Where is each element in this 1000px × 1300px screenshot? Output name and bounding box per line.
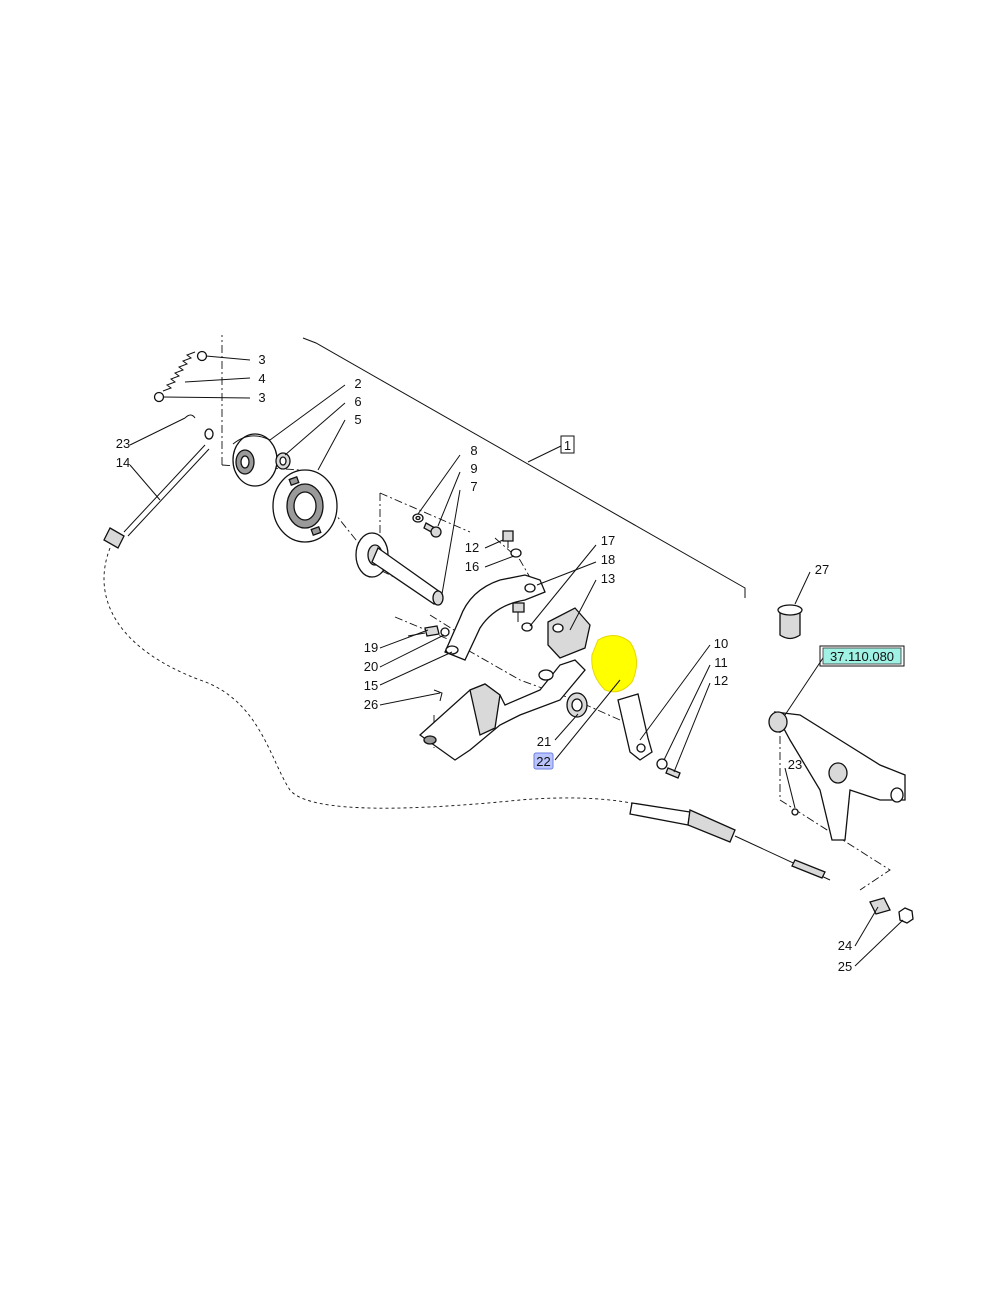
- callout-16[interactable]: 16: [465, 559, 479, 574]
- washer-20: [440, 627, 450, 637]
- callout-1[interactable]: 1: [564, 438, 571, 453]
- nut-25: [898, 907, 914, 924]
- bolt-18: [512, 602, 525, 613]
- callout-14[interactable]: 14: [116, 455, 130, 470]
- callout-22[interactable]: 22: [536, 754, 550, 769]
- spring-4: [162, 351, 196, 392]
- highlighted-part-22[interactable]: [591, 635, 637, 693]
- callout-23-left[interactable]: 23: [116, 436, 130, 451]
- callout-10[interactable]: 10: [714, 636, 728, 651]
- bolt-12-top: [502, 530, 514, 542]
- callout-9[interactable]: 9: [470, 461, 477, 476]
- callout-3-bottom[interactable]: 3: [258, 390, 265, 405]
- callout-11[interactable]: 11: [714, 655, 728, 670]
- clamp-17: [444, 574, 546, 661]
- washer-11: [656, 758, 668, 770]
- clip-23-right: [791, 808, 799, 816]
- pin-26: [433, 689, 443, 702]
- callout-20[interactable]: 20: [364, 659, 378, 674]
- callout-25[interactable]: 25: [838, 959, 852, 974]
- cable-routing-path: [103, 547, 641, 809]
- callout-24[interactable]: 24: [838, 938, 852, 953]
- reference-link-box[interactable]: [822, 647, 902, 665]
- callout-2[interactable]: 2: [354, 376, 361, 391]
- callout-18[interactable]: 18: [601, 552, 615, 567]
- callout-27[interactable]: 27: [815, 562, 829, 577]
- cable-end-14: [103, 527, 125, 549]
- arm-10: [617, 693, 653, 761]
- bolt-12-bottom: [665, 767, 681, 779]
- callout-6[interactable]: 6: [354, 394, 361, 409]
- callout-4[interactable]: 4: [258, 371, 265, 386]
- callout-7[interactable]: 7: [470, 479, 477, 494]
- callout-3-top[interactable]: 3: [258, 352, 265, 367]
- shaft-7: [371, 547, 441, 605]
- block-13: [547, 607, 591, 659]
- clip-23-left: [184, 414, 196, 419]
- callout-17[interactable]: 17: [601, 533, 615, 548]
- ball-3-top: [196, 350, 208, 362]
- callout-26[interactable]: 26: [364, 697, 378, 712]
- cable-sheath: [629, 802, 691, 826]
- pin-hole-15: [423, 735, 437, 745]
- callout-19[interactable]: 19: [364, 640, 378, 655]
- callout-15[interactable]: 15: [364, 678, 378, 693]
- callout-13[interactable]: 13: [601, 571, 615, 586]
- callout-box-1[interactable]: [560, 435, 575, 454]
- ball-3-bottom: [153, 391, 165, 403]
- callout-box-22-selected[interactable]: [533, 752, 554, 770]
- callout-8[interactable]: 8: [470, 443, 477, 458]
- plug-27: [779, 611, 801, 640]
- reference-link-outer-box: [819, 645, 905, 667]
- clevis-24: [869, 897, 891, 915]
- callout-23-right[interactable]: 23: [788, 757, 802, 772]
- assembly-bracket-line: [302, 337, 746, 598]
- callout-21[interactable]: 21: [537, 734, 551, 749]
- bolt-19: [424, 625, 440, 637]
- leader-lines: [129, 355, 904, 967]
- bracket-15: [418, 659, 586, 761]
- callout-12-bottom[interactable]: 12: [714, 673, 728, 688]
- callout-12-top[interactable]: 12: [465, 540, 479, 555]
- washer-16: [510, 548, 522, 558]
- callout-5[interactable]: 5: [354, 412, 361, 427]
- reference-link[interactable]: 37.110.080: [830, 649, 894, 664]
